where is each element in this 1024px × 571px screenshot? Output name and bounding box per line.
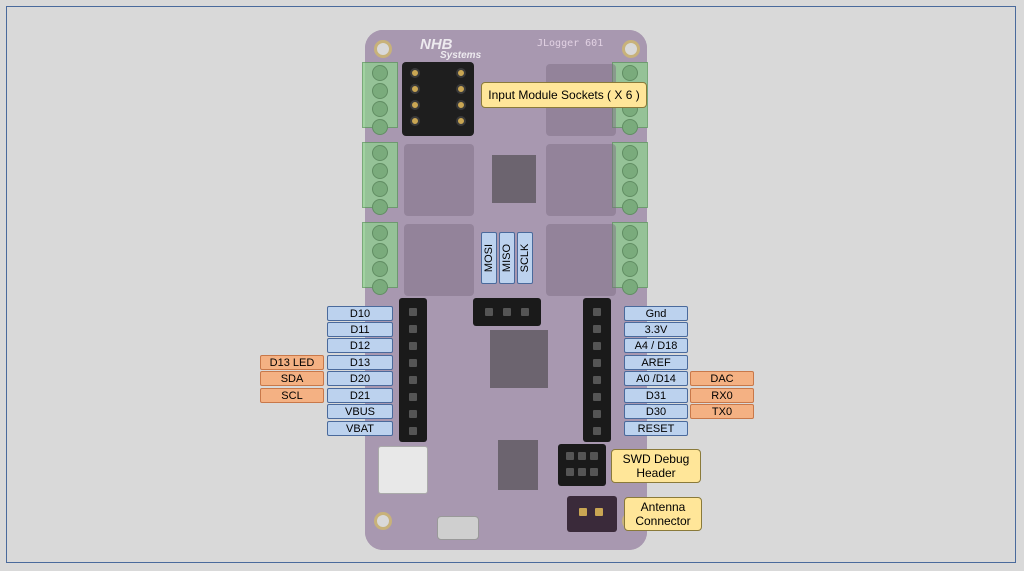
input-module-socket-highlighted [402, 62, 474, 136]
right-pin-header [583, 298, 611, 442]
pin-label-d21: D21 [327, 388, 393, 403]
input-module-socket [404, 144, 474, 216]
input-module-socket [404, 224, 474, 296]
board-model-text: JLogger 601 [537, 38, 604, 49]
alt-label-rx0: RX0 [690, 388, 754, 403]
alt-label-scl: SCL [260, 388, 324, 403]
pin-label-d10: D10 [327, 306, 393, 321]
left-pin-header [399, 298, 427, 442]
swd-debug-header [558, 444, 606, 486]
pin-label-aref: AREF [624, 355, 688, 370]
nhb-logo: NHB [420, 36, 453, 53]
diagram-frame [6, 6, 1016, 563]
usb-port [437, 516, 479, 540]
ic-chip [498, 440, 538, 490]
nhb-logo-subtext: Systems [440, 50, 482, 61]
pin-label-d30: D30 [624, 404, 688, 419]
terminal-block [612, 222, 648, 295]
pin-label-vbus: VBUS [327, 404, 393, 419]
pin-label-reset: RESET [624, 421, 688, 436]
pin-label-gnd: Gnd [624, 306, 688, 321]
alt-label-sda: SDA [260, 371, 324, 386]
antenna-connector [567, 496, 617, 532]
pin-label-d13: D13 [327, 355, 393, 370]
spi-label-mosi: MOSI [481, 232, 497, 284]
ic-chip [492, 155, 536, 203]
mounting-hole [622, 40, 640, 58]
pin-label-3v3: 3.3V [624, 322, 688, 337]
terminal-block [362, 222, 398, 295]
pin-label-d11: D11 [327, 322, 393, 337]
spi-label-miso: MISO [499, 232, 515, 284]
spi-header [473, 298, 541, 326]
pin-label-a4-d18: A4 / D18 [624, 338, 688, 353]
mounting-hole [374, 512, 392, 530]
spi-label-sclk: SCLK [517, 232, 533, 284]
pin-label-vbat: VBAT [327, 421, 393, 436]
microcontroller-chip [490, 330, 548, 388]
pin-label-d31: D31 [624, 388, 688, 403]
alt-label-d13-led: D13 LED [260, 355, 324, 370]
pin-label-d20: D20 [327, 371, 393, 386]
alt-label-tx0: TX0 [690, 404, 754, 419]
pin-label-a0-d14: A0 /D14 [624, 371, 688, 386]
input-module-socket [546, 144, 616, 216]
pin-label-d12: D12 [327, 338, 393, 353]
input-module-socket [546, 224, 616, 296]
callout-input-module-sockets: Input Module Sockets ( X 6 ) [481, 82, 647, 108]
battery-connector [378, 446, 428, 494]
alt-label-dac: DAC [690, 371, 754, 386]
mounting-hole [374, 40, 392, 58]
terminal-block [362, 142, 398, 215]
terminal-block [362, 62, 398, 135]
terminal-block [612, 142, 648, 215]
